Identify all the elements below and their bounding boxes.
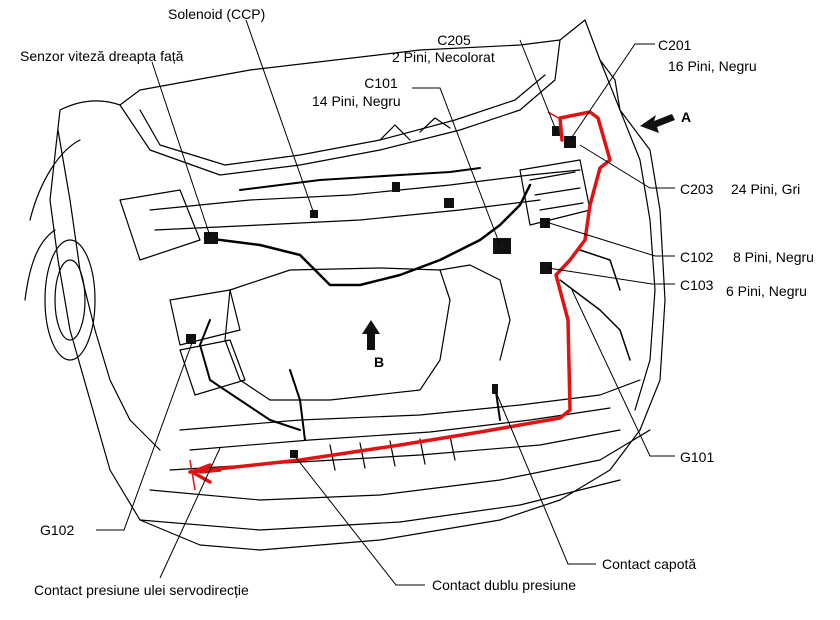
senzor-connector — [204, 232, 218, 244]
leader-c102 — [545, 221, 675, 257]
front-bumper — [149, 429, 651, 501]
left-wheel-arch — [24, 139, 81, 301]
arrow-b — [362, 320, 380, 350]
leader-c103 — [547, 267, 675, 285]
label-c201-desc: 16 Pini, Negru — [668, 58, 757, 74]
c101-connector — [493, 238, 511, 254]
label-contact-capota: Contact capotă — [602, 556, 697, 572]
leader-g102 — [96, 339, 194, 531]
hood-inner — [139, 74, 546, 166]
c103-connector — [540, 262, 552, 274]
label-c205-name: C205 — [437, 32, 471, 48]
label-c101-name: C101 — [364, 75, 398, 91]
leader-c203 — [579, 144, 675, 189]
label-g101: G101 — [680, 449, 715, 465]
label-c103-name: C103 — [680, 277, 714, 293]
leader-senzor — [151, 61, 211, 237]
label-solenoid: Solenoid (CCP) — [168, 6, 266, 22]
hood-outline — [119, 39, 561, 176]
left-fender — [57, 129, 161, 451]
label-c103-desc: 6 Pini, Negru — [726, 283, 807, 299]
label-contact-presiune-ulei: Contact presiune ulei servodirecție — [34, 582, 249, 598]
engine-bay-opening — [224, 267, 451, 401]
right-fender — [619, 109, 656, 411]
label-c201-name: C201 — [658, 37, 692, 53]
leader-contact-ulei — [159, 447, 221, 579]
label-c101-desc: 14 Pini, Negru — [312, 93, 401, 109]
leader-g101 — [571, 289, 675, 457]
leader-c101 — [412, 87, 501, 246]
cowl — [149, 169, 581, 211]
c102-connector — [540, 218, 550, 228]
leader-contact-dublu — [293, 454, 425, 586]
label-c102-desc: 8 Pini, Negru — [733, 249, 814, 265]
label-g102: G102 — [40, 522, 75, 538]
leader-solenoid — [245, 19, 315, 215]
arrow-a — [640, 114, 675, 133]
leader-c205 — [519, 39, 557, 131]
label-c205-desc: 2 Pini, Necolorat — [392, 49, 495, 65]
label-c203-desc: 24 Pini, Gri — [731, 181, 801, 197]
label-arrow-b: B — [374, 354, 385, 370]
c205-connector — [552, 126, 562, 136]
label-c203-name: C203 — [680, 181, 714, 197]
red-harness-route — [188, 110, 612, 474]
label-contact-dublu-presiune: Contact dublu presiune — [432, 577, 576, 593]
leader-contact-capota — [495, 391, 596, 565]
main-harness-cowl — [203, 183, 532, 287]
label-senzor-viteza: Senzor viteză dreapta față — [20, 48, 184, 64]
radiator-support — [179, 379, 641, 431]
label-c102-name: C102 — [680, 249, 714, 265]
label-arrow-a: A — [681, 109, 692, 125]
c201-connector — [564, 136, 576, 148]
leader-c201 — [569, 43, 655, 141]
